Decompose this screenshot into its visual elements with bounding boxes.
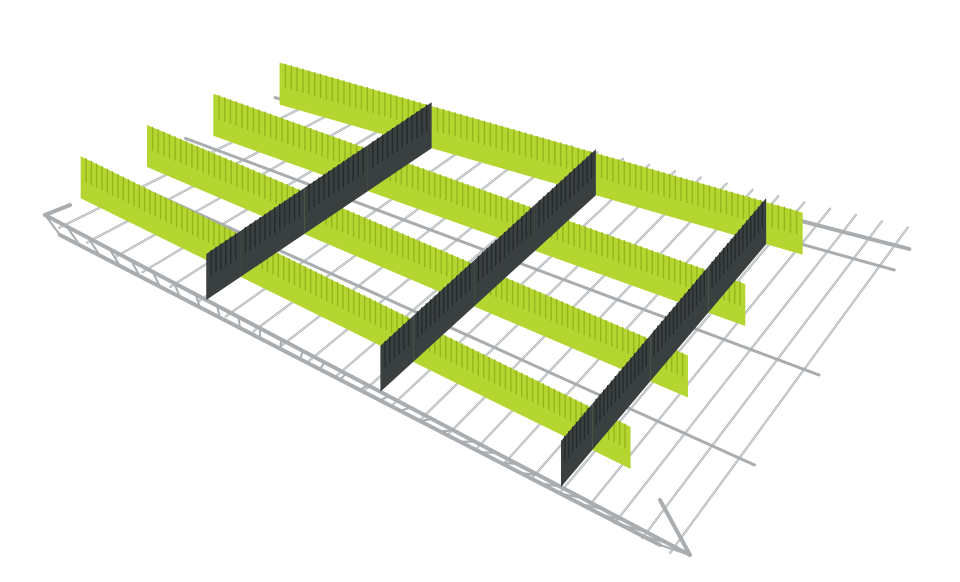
rail-rung xyxy=(619,523,648,534)
rail-rung xyxy=(539,482,562,488)
dark-divider-panel xyxy=(304,145,368,234)
dark-divider xyxy=(592,335,651,451)
rail-rung xyxy=(319,361,326,371)
rail-rung xyxy=(419,418,433,422)
dark-divider xyxy=(206,230,241,300)
rail-rung xyxy=(130,259,141,278)
rail-rung xyxy=(173,282,181,298)
rail-rung xyxy=(579,502,605,511)
rail-rung xyxy=(499,461,519,466)
dark-divider xyxy=(240,188,305,277)
green-divider xyxy=(147,125,305,234)
cross-wire-highlight xyxy=(669,227,909,554)
rail-rung xyxy=(479,451,498,454)
rail-rung xyxy=(299,350,304,360)
dark-divider xyxy=(708,198,767,313)
green-divider xyxy=(213,93,368,192)
dark-divider xyxy=(534,149,596,251)
dark-divider-panel xyxy=(650,266,709,382)
cross-wire-highlight xyxy=(642,220,883,539)
rail-rung xyxy=(237,316,241,329)
dividers xyxy=(80,62,803,487)
dark-divider-panel xyxy=(380,315,414,392)
cross-wire-highlight xyxy=(614,214,857,524)
rail-rung xyxy=(108,248,121,267)
rail-rung xyxy=(639,533,670,545)
rail-rung xyxy=(216,304,221,319)
rail-rung xyxy=(659,544,691,556)
green-divider xyxy=(766,202,803,255)
rail-rung xyxy=(379,395,390,402)
rail-rung xyxy=(359,384,369,391)
green-divider-panel xyxy=(213,93,368,192)
dark-divider xyxy=(561,404,593,487)
rail-rung xyxy=(439,429,455,433)
dark-divider-panel xyxy=(206,230,241,300)
dark-divider-panel xyxy=(592,335,651,451)
green-divider xyxy=(595,153,767,245)
rail-rung xyxy=(65,225,81,247)
green-divider-panel xyxy=(413,319,593,451)
green-divider xyxy=(413,319,593,451)
green-divider xyxy=(240,234,414,362)
green-divider xyxy=(474,264,651,382)
dark-divider-panel xyxy=(708,198,767,313)
green-divider-panel xyxy=(304,192,475,307)
dark-divider-panel xyxy=(240,188,305,277)
green-divider-panel xyxy=(534,208,709,313)
dark-divider xyxy=(413,260,475,362)
dark-divider xyxy=(304,145,368,234)
dark-divider xyxy=(380,315,414,392)
dark-divider xyxy=(650,266,709,382)
rail-rung xyxy=(87,236,101,257)
rail-rung xyxy=(559,492,584,500)
dark-divider xyxy=(367,102,432,192)
rail-rung xyxy=(599,513,627,522)
dark-divider-panel xyxy=(367,102,432,192)
rail-rung xyxy=(151,270,161,288)
green-divider xyxy=(534,208,709,313)
rail-rung xyxy=(279,338,283,350)
rail-rung xyxy=(399,406,412,412)
rail-rung xyxy=(44,214,61,236)
dark-divider xyxy=(474,204,535,307)
rail-end-hook xyxy=(658,498,692,557)
rail-rung xyxy=(339,372,347,381)
rail-rung xyxy=(519,471,541,477)
rail-end-hook xyxy=(43,203,72,217)
rail-rung xyxy=(194,293,201,309)
